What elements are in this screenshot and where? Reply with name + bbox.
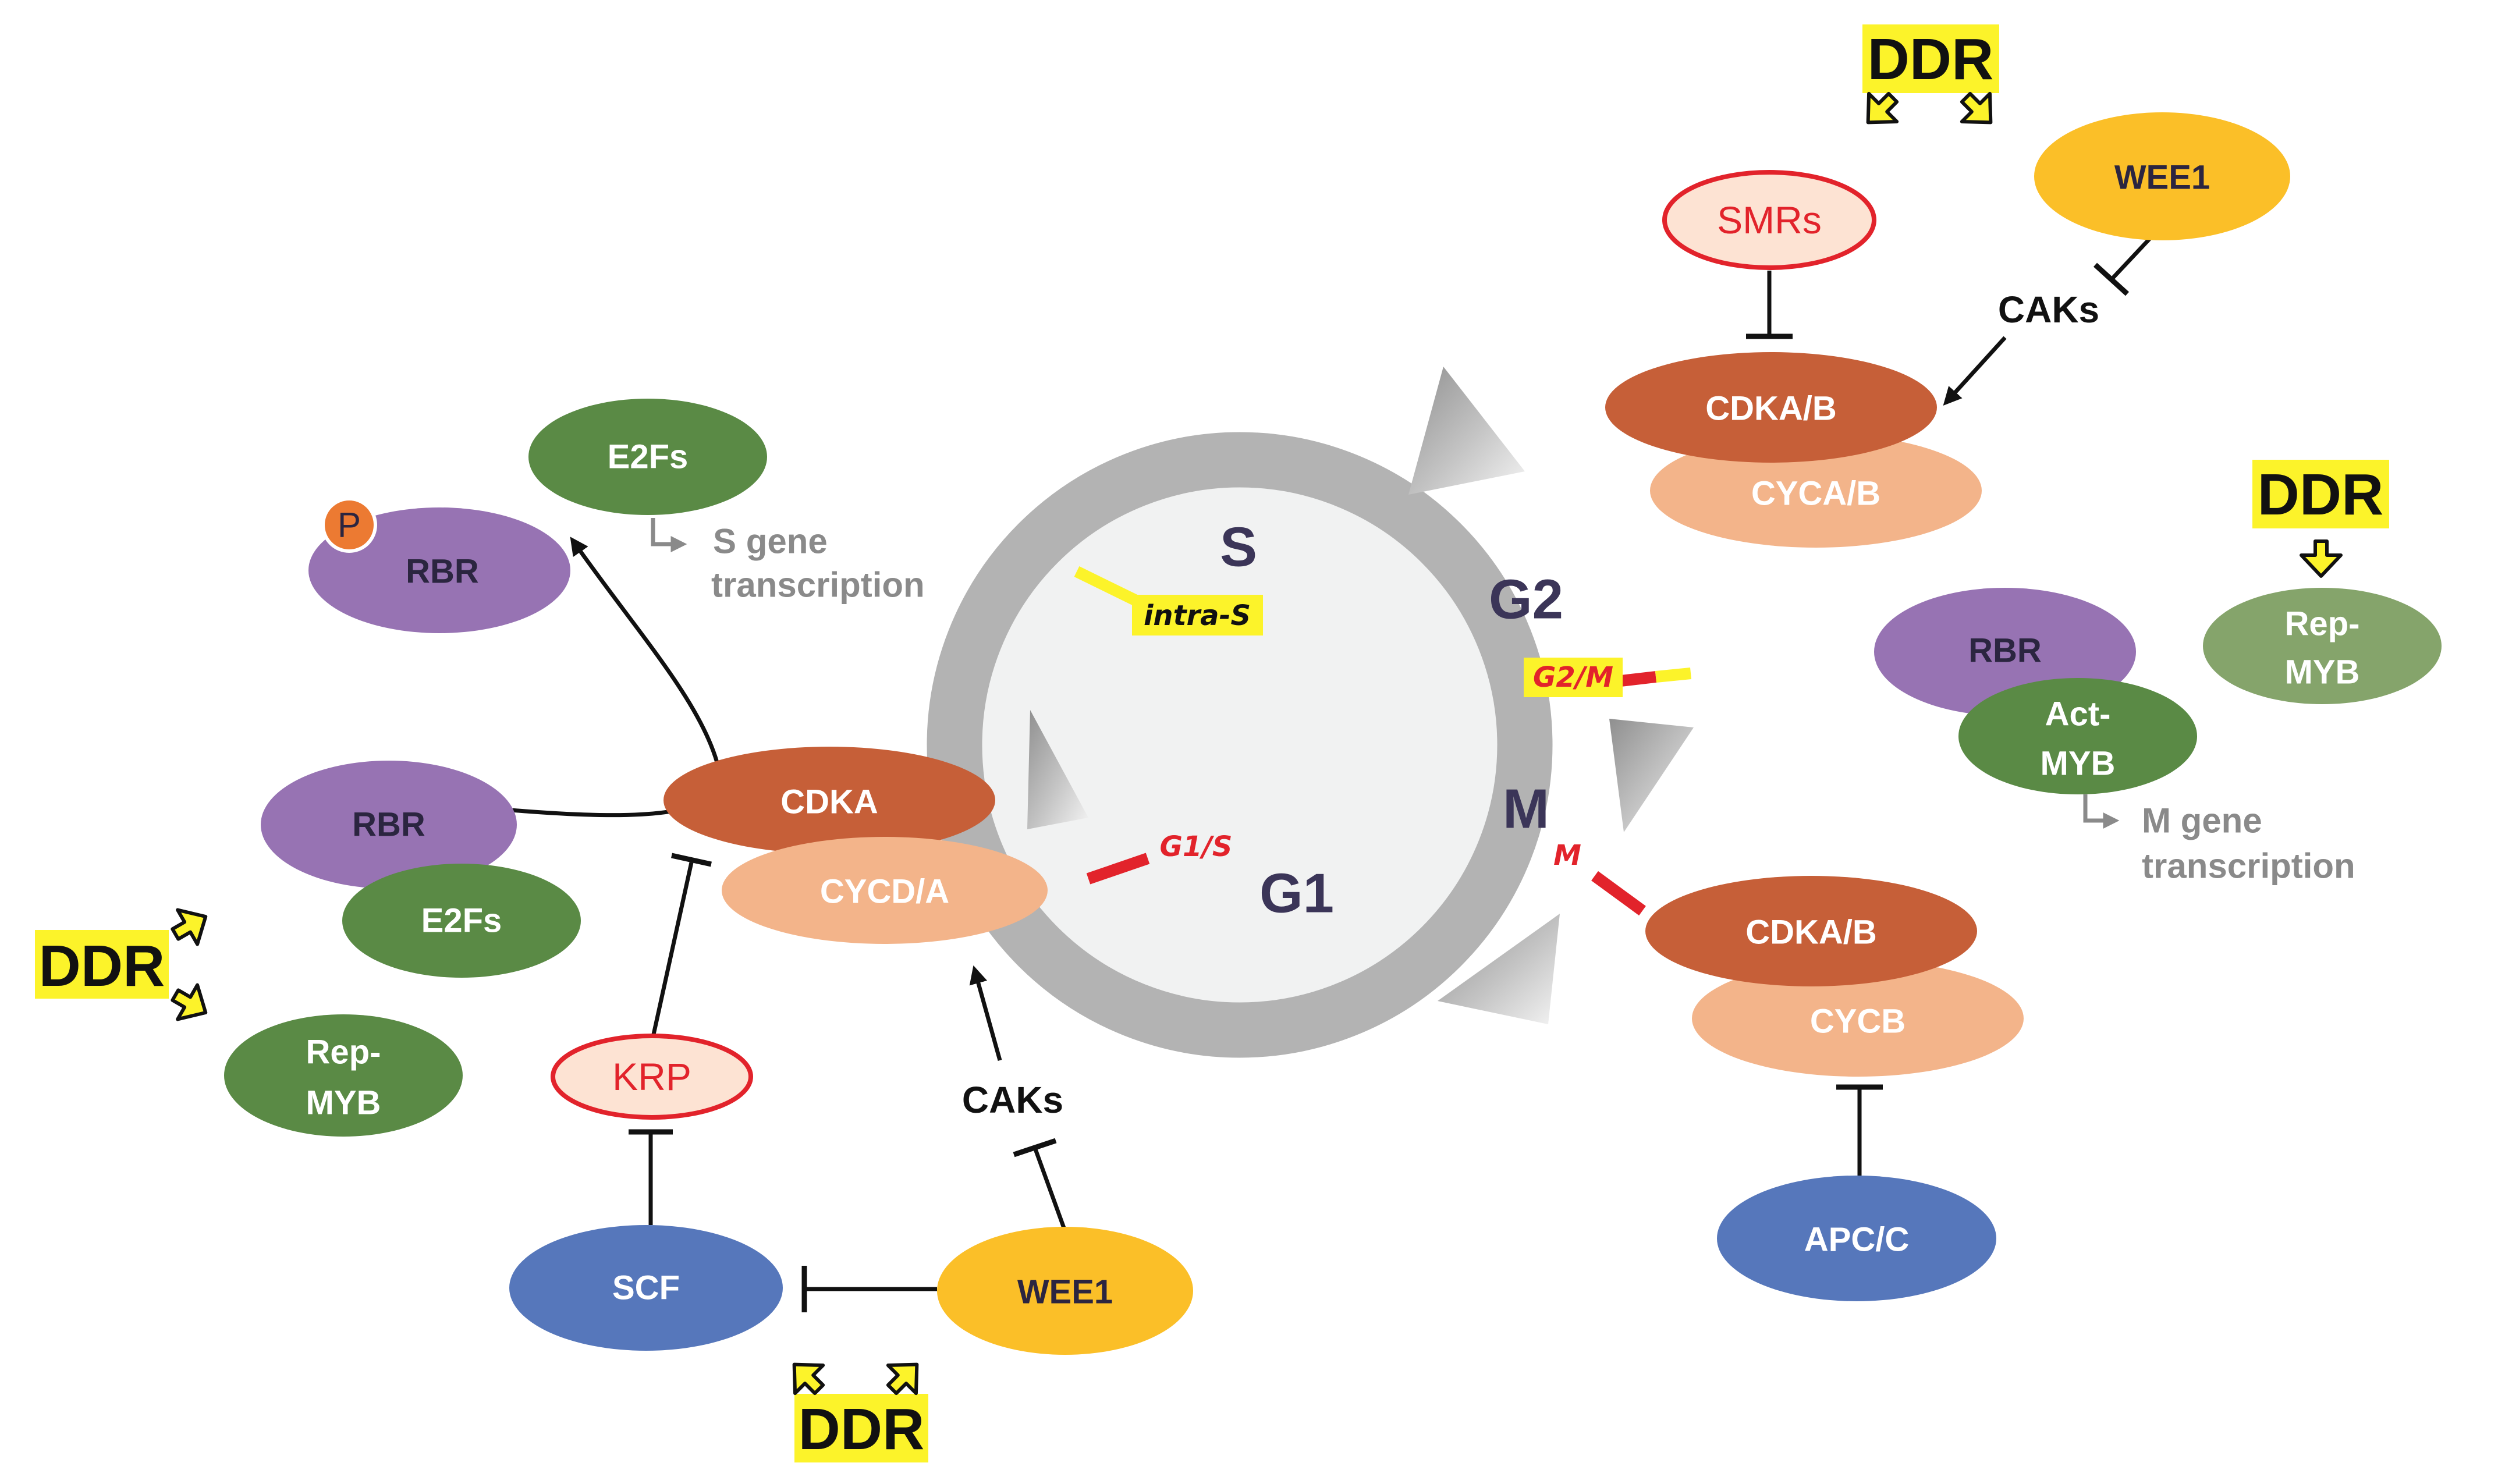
node-cdka — [663, 747, 995, 854]
ddr-top-highlight — [1862, 24, 1999, 93]
ddr-left-arrow-up-icon — [165, 900, 215, 952]
node-wee1-g2 — [2034, 112, 2290, 240]
checkpoint-intra-s-highlight — [1132, 595, 1263, 636]
m-gene-line1: M gene — [2142, 801, 2262, 840]
node-smrs — [1662, 170, 1876, 270]
cycle-arrowhead-m — [1438, 914, 1560, 1024]
g2m-module: DDR SMRs WEE1 CAKs CYCA/B CDKA/B DDR Rep… — [1605, 24, 2442, 886]
node-label-e2fs-bound: E2Fs — [421, 902, 502, 940]
arrow-caks-cycda — [969, 965, 1002, 1061]
node-label-apcc: APC/C — [1804, 1221, 1909, 1259]
ddr-top-label: DDR — [1868, 27, 1994, 92]
node-cycab — [1650, 434, 1982, 548]
node-label-rbr-g2: RBR — [1968, 632, 2042, 670]
checkpoint-label-m: M — [1553, 839, 1581, 872]
ddr-left-arrow-down-icon — [165, 978, 215, 1030]
ddr-right-label: DDR — [2258, 462, 2384, 527]
node-label-rep-myb-right-2: MYB — [2285, 654, 2360, 691]
node-cdkab-m — [1645, 876, 1977, 986]
node-label-rep-myb-left-2: MYB — [306, 1084, 381, 1122]
cycle-arrowhead-g1 — [1027, 710, 1088, 829]
node-label-rbr-bound: RBR — [352, 806, 425, 844]
ddr-bottom-label: DDR — [799, 1397, 925, 1462]
ddr-bottom-highlight — [794, 1394, 928, 1462]
arrow-caks-cdkab — [1943, 336, 2007, 406]
node-e2fs-bound — [342, 864, 581, 978]
checkpoint-g2m-highlight — [1524, 658, 1623, 697]
node-label-cdkab-g2: CDKA/B — [1705, 390, 1837, 428]
node-label-cdka: CDKA — [780, 783, 878, 821]
checkpoint-label-g1s: G1/S — [1160, 830, 1233, 863]
cycle-arrowhead-s — [1408, 367, 1525, 495]
arrow-cdka-to-e2fs — [570, 537, 719, 763]
checkpoint-mark-g2m-yellow — [1655, 668, 1691, 683]
node-cycda — [722, 837, 1048, 944]
cycle-arrowhead-g2m — [1609, 719, 1694, 832]
arrow-m-gene-transcription — [2083, 794, 2120, 829]
checkpoint-mark-g1s — [1086, 853, 1150, 885]
node-apcc — [1717, 1176, 1996, 1301]
inhibit-krp-cdka-bar — [671, 853, 712, 867]
node-scf — [509, 1225, 783, 1351]
cycle-ring — [927, 432, 1553, 1058]
checkpoint-label-g2m: G2/M — [1533, 661, 1613, 694]
checkpoint-label-intra-s: intra-S — [1144, 599, 1251, 632]
checkpoint-mark-intra-s — [1074, 566, 1139, 606]
label-caks-g2: CAKs — [1998, 289, 2099, 331]
node-label-e2fs-free: E2Fs — [608, 438, 689, 476]
node-label-wee1-g1: WEE1 — [1017, 1273, 1113, 1311]
m-gene-line2: transcription — [2142, 847, 2355, 886]
node-label-act-myb-1: Act- — [2045, 695, 2111, 733]
node-rbr-bound — [261, 761, 517, 889]
checkpoint-mark-g2m-red — [1620, 671, 1657, 687]
phase-label-g2: G2 — [1489, 569, 1563, 631]
node-act-myb — [1958, 678, 2197, 794]
node-rep-myb-right — [2203, 588, 2442, 704]
g1s-module: RBR P E2Fs S gene transcription RBR E2Fs… — [35, 399, 1193, 1462]
phospho-label: P — [338, 506, 361, 545]
ddr-right-arrow-down-icon — [2301, 541, 2341, 576]
node-label-rbr-phospho: RBR — [406, 553, 479, 591]
phase-label-s: S — [1220, 516, 1257, 578]
s-gene-line2: transcription — [711, 566, 925, 605]
node-label-rep-myb-left-1: Rep- — [306, 1034, 381, 1071]
node-label-smrs: SMRs — [1717, 198, 1822, 242]
node-label-scf: SCF — [612, 1269, 680, 1307]
checkpoint-mark-m — [1591, 871, 1646, 916]
node-label-cycab: CYCA/B — [1751, 475, 1880, 513]
line-cdka-rbr — [510, 808, 679, 818]
phase-label-m: M — [1503, 778, 1549, 840]
node-rbr-phospho — [308, 507, 570, 633]
label-caks-g1: CAKs — [962, 1079, 1063, 1121]
inhibit-wee1-caks — [1032, 1146, 1066, 1229]
node-label-act-myb-2: MYB — [2041, 745, 2116, 783]
s-gene-line1: S gene — [713, 522, 828, 561]
node-label-wee1-g2: WEE1 — [2114, 159, 2210, 197]
node-label-cycb: CYCB — [1810, 1003, 1906, 1041]
node-krp — [551, 1034, 753, 1120]
inhibit-krp-cdka — [648, 862, 694, 1048]
cell-cycle-wheel: S G2 M G1 intra-S G2/M M G1/S — [927, 367, 1694, 1058]
ddr-left-highlight — [35, 930, 169, 999]
node-cycb — [1692, 960, 2024, 1077]
node-label-rep-myb-right-1: Rep- — [2285, 605, 2360, 643]
ddr-left-label: DDR — [39, 933, 165, 999]
phospho-badge — [321, 497, 377, 553]
arrow-s-gene-transcription — [651, 518, 687, 552]
node-e2fs-free — [528, 399, 767, 515]
node-label-cdkab-m: CDKA/B — [1745, 914, 1877, 952]
ddr-right-highlight — [2252, 460, 2389, 528]
inhibit-wee1-caks-bar — [1013, 1138, 1057, 1158]
phase-label-g1: G1 — [1259, 862, 1334, 925]
node-label-krp: KRP — [612, 1055, 691, 1098]
node-label-cycda: CYCD/A — [820, 873, 949, 911]
node-wee1-g1 — [937, 1227, 1193, 1355]
m-module: CYCB CDKA/B APC/C — [1645, 876, 2024, 1301]
node-rep-myb-left — [224, 1014, 463, 1137]
node-cdkab-g2 — [1605, 352, 1937, 463]
inhibit-wee1-caks-g2-bar — [2093, 262, 2130, 296]
